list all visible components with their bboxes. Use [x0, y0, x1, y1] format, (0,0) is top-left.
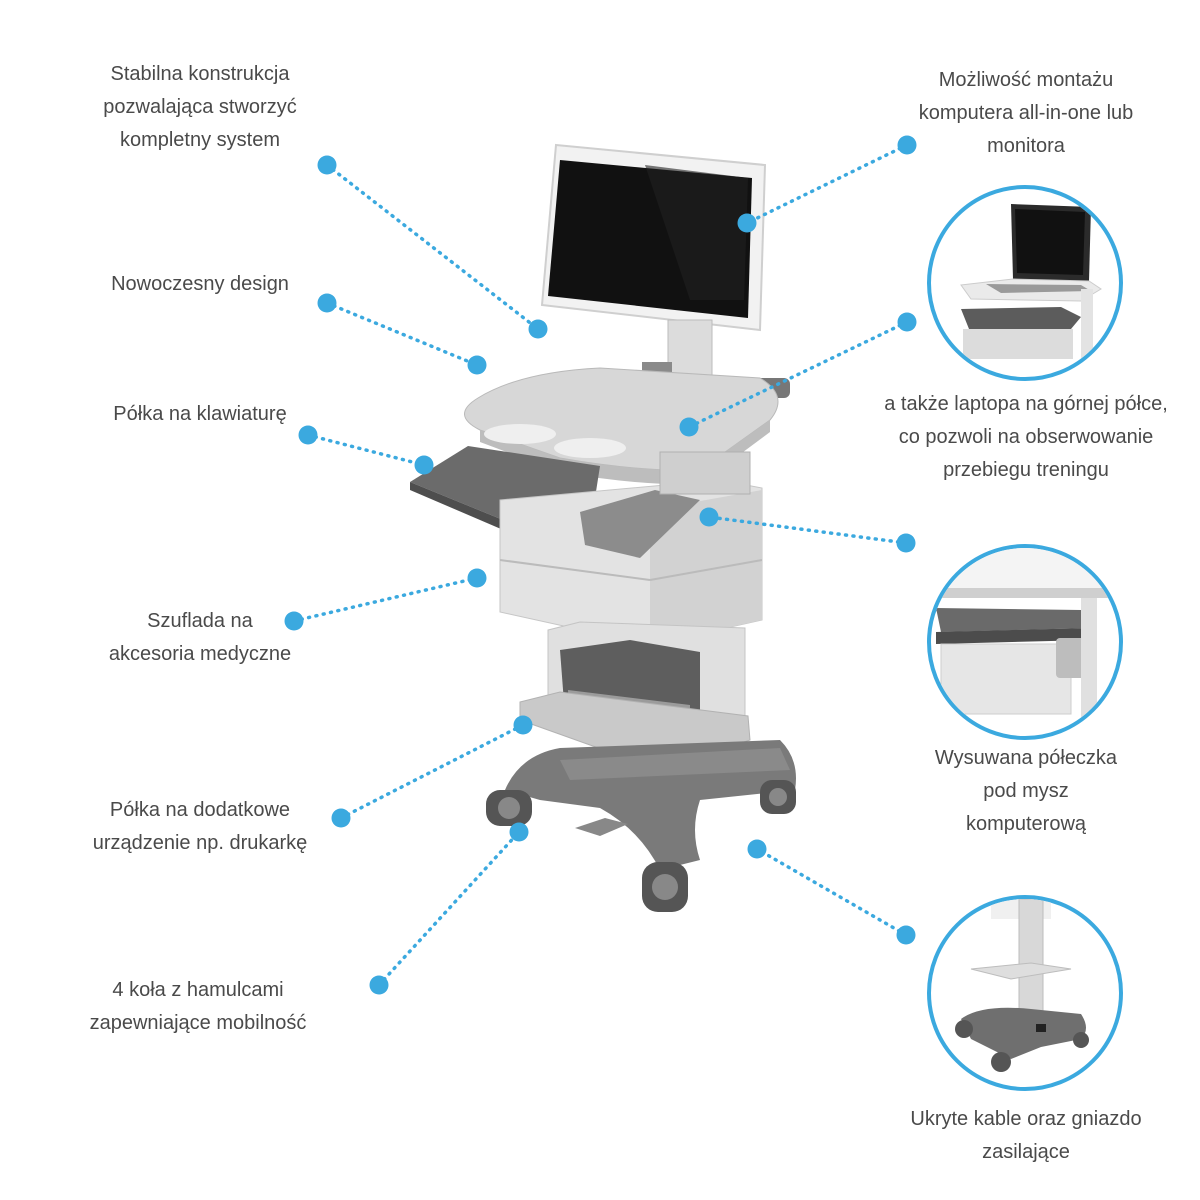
label-line: pozwalająca stworzyć — [103, 96, 297, 118]
label-monitor-mount: Możliwość montażu komputera all-in-one l… — [919, 64, 1134, 163]
label-laptop: a także laptopa na górnej półce, co pozw… — [884, 388, 1168, 487]
callout-dot — [896, 925, 916, 945]
callout-dot — [509, 822, 529, 842]
detail-circle-cables — [927, 895, 1123, 1091]
callout-dot — [414, 455, 434, 475]
printer-compartment — [519, 621, 751, 771]
label-line: komputerową — [965, 813, 1087, 835]
callout-dot — [897, 135, 917, 155]
callout-dot — [317, 155, 337, 175]
label-wheels: 4 koła z hamulcami zapewniające mobilnoś… — [90, 974, 307, 1040]
label-line: kompletny system — [119, 129, 281, 151]
cabinet — [499, 451, 763, 646]
label-line: 4 koła z hamulcami — [112, 979, 284, 1001]
label-line: Ukryte kable oraz gniazdo — [910, 1108, 1142, 1130]
callout-dot — [528, 319, 548, 339]
callout-dot — [298, 425, 318, 445]
callout-dot — [737, 213, 757, 233]
detail-circle-mouse-shelf — [927, 544, 1123, 740]
label-line: co pozwoli na obserwowanie — [898, 426, 1154, 448]
label-line: Półka na klawiaturę — [113, 403, 287, 425]
label-line: a także laptopa na górnej półce, — [884, 393, 1168, 415]
callout-dot — [513, 715, 533, 735]
callout-dot — [369, 975, 389, 995]
callout-dot — [897, 312, 917, 332]
label-line: komputera all-in-one lub — [918, 102, 1134, 124]
label-line: urządzenie np. drukarkę — [92, 832, 308, 854]
cart-base — [505, 740, 796, 870]
label-line: Półka na dodatkowe — [109, 799, 291, 821]
detail-circle-laptop — [927, 185, 1123, 381]
callout-dot — [896, 533, 916, 553]
callout-dot — [467, 568, 487, 588]
label-drawer: Szuflada na akcesoria medyczne — [109, 605, 291, 671]
callout-dot — [699, 507, 719, 527]
wheels — [486, 780, 796, 912]
callout-dot — [679, 417, 699, 437]
label-line: zapewniające mobilność — [89, 1012, 307, 1034]
label-line: przebiegu treningu — [943, 459, 1109, 481]
label-mouse-shelf: Wysuwana półeczka pod mysz komputerową — [935, 742, 1117, 841]
label-line: Wysuwana półeczka — [934, 747, 1118, 769]
label-line: akcesoria medyczne — [108, 643, 292, 665]
callout-dot — [467, 355, 487, 375]
label-stable-construction: Stabilna konstrukcja pozwalająca stworzy… — [103, 58, 296, 157]
label-line: pod mysz — [983, 780, 1069, 802]
label-keyboard-tray: Półka na klawiaturę — [113, 398, 286, 431]
label-line: Szuflada na — [147, 610, 253, 632]
label-line: zasilające — [982, 1141, 1070, 1163]
label-hidden-cables: Ukryte kable oraz gniazdo zasilające — [910, 1103, 1141, 1169]
label-line: Nowoczesny design — [111, 273, 289, 295]
label-line: Możliwość montażu — [938, 69, 1114, 91]
monitor — [540, 143, 767, 332]
label-line: monitora — [987, 135, 1065, 157]
callout-dot — [284, 611, 304, 631]
label-line: Stabilna konstrukcja — [110, 63, 290, 85]
callout-dot — [317, 293, 337, 313]
callout-dot — [331, 808, 351, 828]
callout-dot — [747, 839, 767, 859]
label-modern-design: Nowoczesny design — [111, 268, 289, 301]
label-printer-shelf: Półka na dodatkowe urządzenie np. drukar… — [93, 794, 308, 860]
